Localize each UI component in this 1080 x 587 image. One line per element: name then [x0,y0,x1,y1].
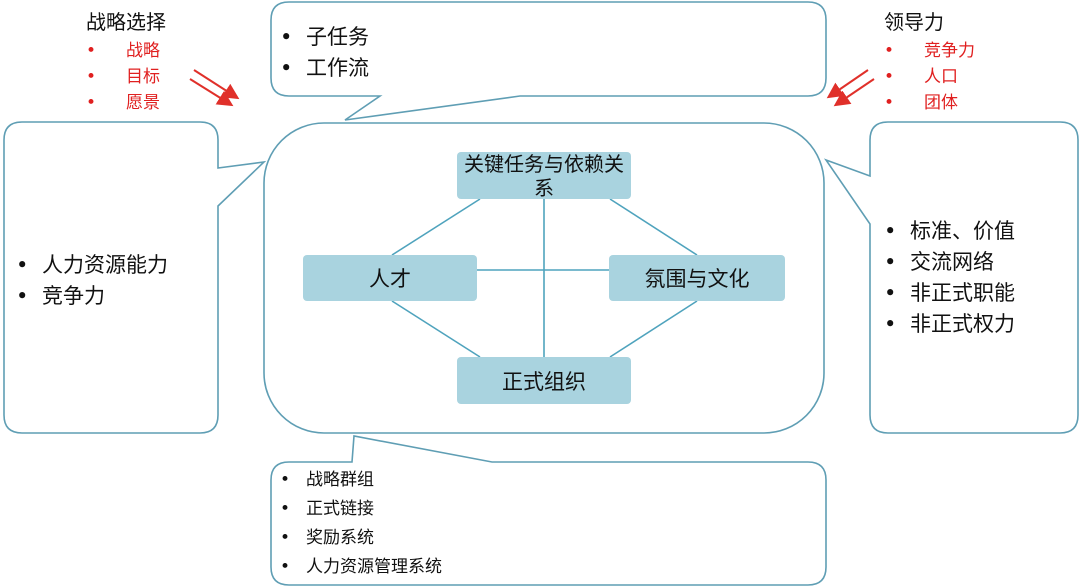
callout-item: 工作流 [280,53,369,84]
leadership-item: 人口 [884,64,975,90]
strategy-item: 战略 [86,38,160,64]
callout-item: 标准、价值 [884,216,1015,247]
node-formal-org: 正式组织 [457,357,631,404]
connector-left-bottom [391,300,481,358]
right-callout-list: 标准、价值 交流网络 非正式职能 非正式权力 [884,216,1015,340]
node-key-tasks: 关键任务与依赖关系 [457,152,631,200]
connector-top-right [609,198,698,256]
connectors [391,198,698,358]
callout-item: 交流网络 [884,247,1015,278]
callout-item: 竞争力 [16,281,168,312]
callout-item: 人力资源能力 [16,250,168,281]
leadership-item: 竞争力 [884,38,975,64]
top-callout-list: 子任务 工作流 [280,22,369,84]
callout-item: 奖励系统 [280,524,442,553]
callout-item: 人力资源管理系统 [280,553,442,582]
left-callout-list: 人力资源能力 竞争力 [16,250,168,312]
strategy-list: 战略 目标 愿景 [86,38,160,116]
double-arrow-down-left-icon [826,69,875,107]
leadership-item: 团体 [884,90,975,116]
bottom-callout-list: 战略群组 正式链接 奖励系统 人力资源管理系统 [280,466,442,582]
strategy-title: 战略选择 [86,10,166,34]
callout-item: 战略群组 [280,466,442,495]
top-callout [270,1,827,121]
node-culture: 氛围与文化 [609,255,785,301]
callout-item: 正式链接 [280,495,442,524]
node-talent: 人才 [303,255,477,301]
callout-item: 子任务 [280,22,369,53]
strategy-item: 愿景 [86,90,160,116]
leadership-list: 竞争力 人口 团体 [884,38,975,116]
callout-item: 非正式权力 [884,309,1015,340]
leadership-title: 领导力 [884,10,944,34]
connector-top-left [391,198,481,256]
double-arrow-down-right-icon [189,69,240,107]
connector-right-bottom [609,300,698,358]
strategy-item: 目标 [86,64,160,90]
callout-item: 非正式职能 [884,278,1015,309]
